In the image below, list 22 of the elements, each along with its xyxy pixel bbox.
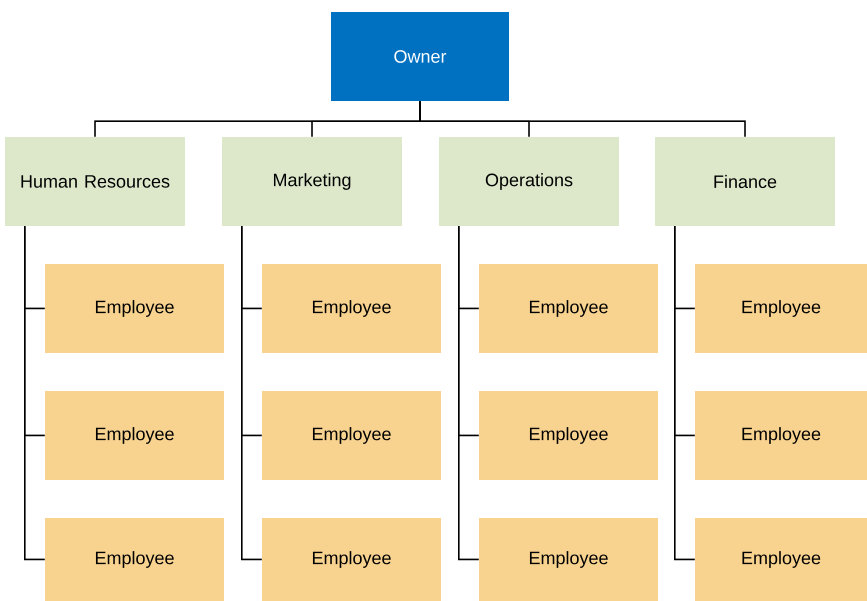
department-box: Operations — [439, 136, 619, 226]
employee-box: Employee — [695, 518, 867, 601]
connector-line — [24, 226, 45, 560]
employee-box: Employee — [479, 518, 658, 601]
employee-box: Employee — [262, 264, 441, 353]
department-box: Human Resources — [5, 136, 185, 226]
owner-box: Owner — [331, 12, 509, 101]
connector-line — [241, 226, 262, 560]
employee-box: Employee — [45, 390, 224, 480]
employee-box: Employee — [262, 390, 441, 480]
connector-line — [674, 226, 695, 560]
employee-box: Employee — [695, 264, 867, 353]
connector-line — [419, 101, 746, 137]
employee-box: Employee — [45, 264, 224, 353]
employee-box: Employee — [479, 390, 658, 480]
employee-box: Employee — [695, 390, 867, 480]
employee-box: Employee — [479, 264, 658, 353]
department-box: Marketing — [222, 136, 402, 226]
employee-box: Employee — [45, 518, 224, 601]
connector-line — [458, 226, 479, 560]
department-box: Finance — [655, 136, 835, 226]
employee-box: Employee — [262, 518, 441, 601]
